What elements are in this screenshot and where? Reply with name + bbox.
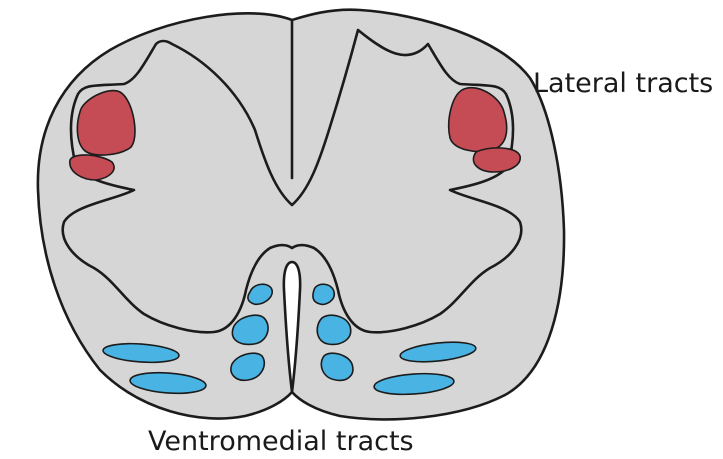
lateral-tracts-label: Lateral tracts: [533, 68, 713, 99]
ventromedial-tracts-label: Ventromedial tracts: [148, 426, 414, 457]
ventromedial-tract-right-medial-2: [317, 315, 350, 344]
ventromedial-tract-right-medial-1: [313, 284, 334, 304]
lateral-tract-right-small: [473, 148, 520, 172]
